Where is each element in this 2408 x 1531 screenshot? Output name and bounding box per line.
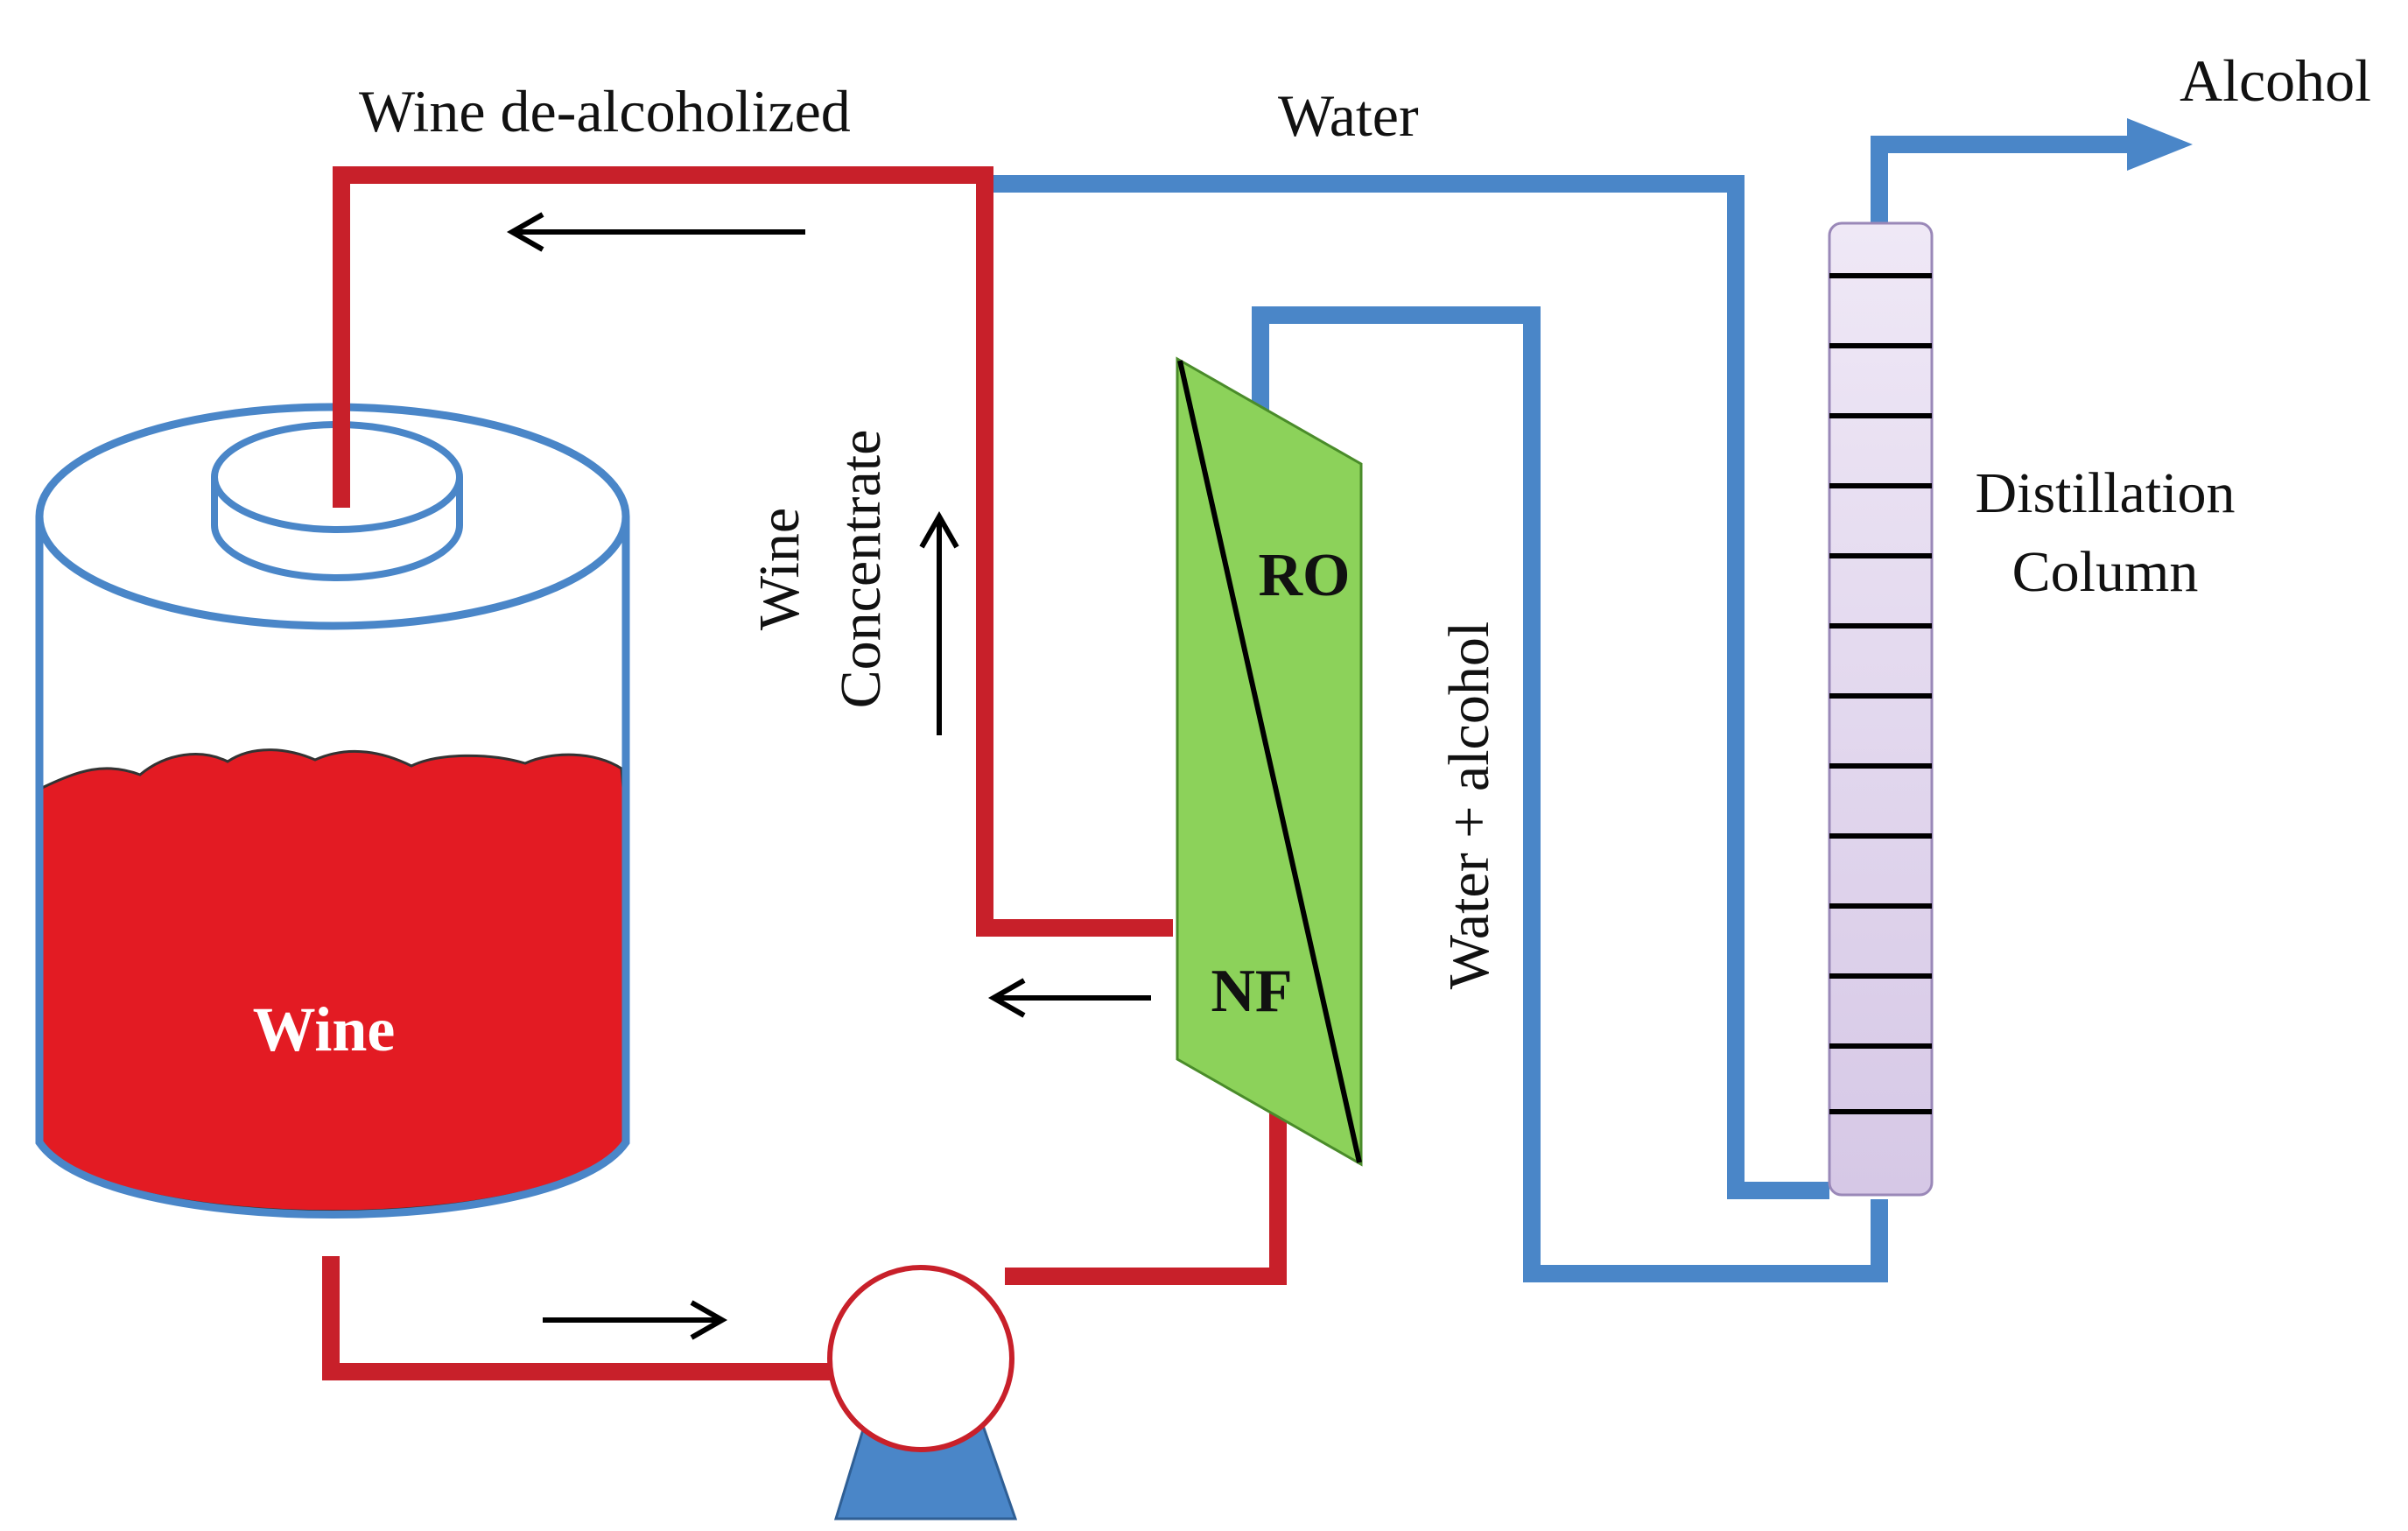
arrow-up-concentrate [919,510,959,735]
distillation-column [1828,221,1934,1197]
wine-tank: Wine [35,403,630,1218]
wine-concentrate-label-line2: Concentrate [829,430,893,709]
membrane-divider [1177,360,1362,1163]
alcohol-arrowhead [2127,118,2193,171]
distillation-label-line1: Distillation [1976,461,2236,525]
wine-label: Wine [253,994,396,1064]
wine-concentrate-label-line1: Wine [748,508,811,630]
wine-liquid [40,748,625,1213]
pump-body [827,1265,1014,1452]
pipe-water-alcohol [1252,306,1888,1282]
distillation-label-line2: Column [2012,540,2199,604]
column-trays [1829,273,1932,1114]
pump [827,1265,1018,1520]
alcohol-label: Alcohol [2180,47,2371,114]
water-alcohol-label: Water + alcohol [1437,622,1501,989]
wine-dealcoholized-label: Wine de-alcoholized [359,78,851,144]
pipe-dealcoholized-return [333,166,1173,937]
pipe-pump-to-membrane [1005,1107,1287,1285]
arrow-left-top [506,212,805,252]
pipe-tank-to-pump [322,1256,832,1380]
column-body [1828,221,1934,1197]
membrane-module: RO NF [1176,356,1363,1167]
ro-label: RO [1259,542,1351,609]
red-pipes [322,166,1287,1380]
pipe-alcohol-out [1871,136,2136,223]
blue-pipes [993,136,2136,1282]
arrow-right-bottom [543,1300,728,1340]
nf-label: NF [1211,958,1292,1025]
arrow-left-nf [987,978,1151,1018]
tank-body [35,516,630,1218]
pipe-water-return [993,175,1829,1199]
water-label: Water [1278,82,1419,149]
flow-arrows [506,212,1151,1340]
